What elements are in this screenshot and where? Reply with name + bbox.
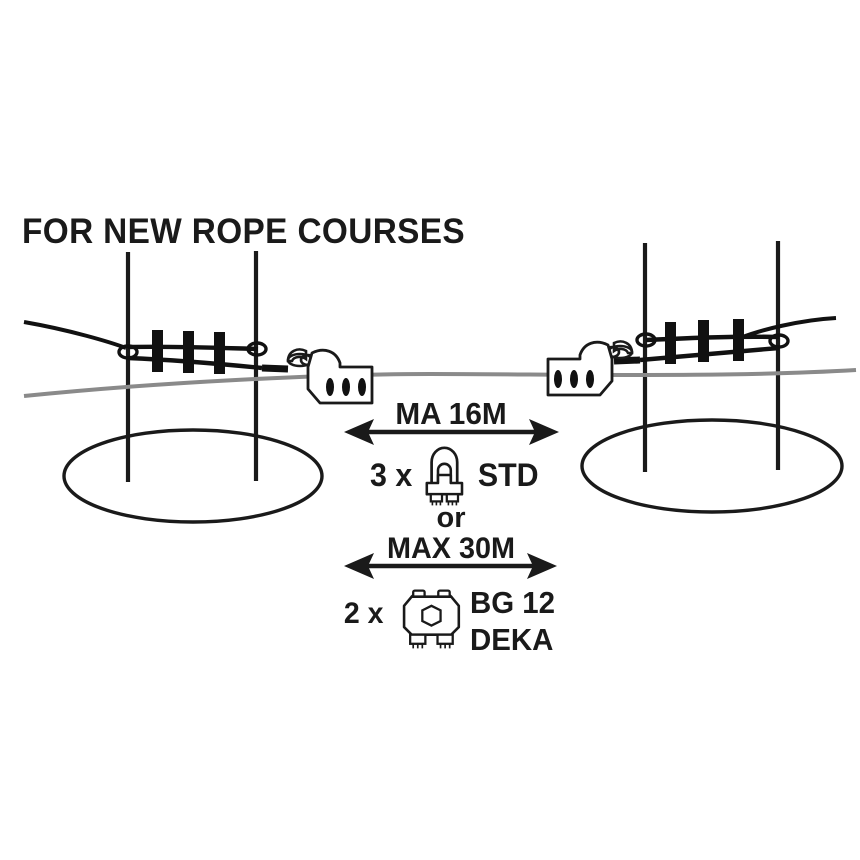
left-rope-strand-lower xyxy=(127,355,263,371)
spec-top-group: MA 16M 3 x STD xyxy=(344,396,559,507)
page-title: FOR NEW ROPE COURSES xyxy=(22,212,465,251)
spec-bottom-dimension-label: MAX 30M xyxy=(387,531,515,565)
spec-bottom-quantity: 2 x xyxy=(344,597,384,630)
left-rope-strand-upper xyxy=(127,344,259,352)
left-rope-incoming xyxy=(23,320,127,350)
spec-bottom-group: MAX 30M 2 x BG 12 DEKA xyxy=(344,531,557,657)
left-clamp-block-2 xyxy=(183,331,194,373)
right-rope-strand-upper xyxy=(645,334,780,343)
left-rope-loop-post2 xyxy=(246,341,268,357)
left-clamp-block-3 xyxy=(214,332,225,374)
spec-top-quantity: 3 x xyxy=(370,457,413,493)
spec-top-product: STD xyxy=(478,457,539,493)
right-rope-strand-lower xyxy=(639,345,780,363)
or-separator-label: or xyxy=(437,502,466,534)
left-clamp-block-1 xyxy=(152,330,163,372)
right-clamp-block-2 xyxy=(698,320,709,362)
spec-bottom-product-line1: BG 12 xyxy=(470,586,555,620)
right-rope-thimble xyxy=(613,356,641,365)
right-ground-ellipse xyxy=(580,418,844,514)
arrow-head-left xyxy=(344,553,374,579)
spec-bottom-arrow xyxy=(344,553,557,579)
right-clamp-block-3 xyxy=(733,319,744,361)
secondary-grey-rope xyxy=(23,368,857,398)
left-ground-ellipse xyxy=(62,428,324,524)
left-rope-thimble xyxy=(261,364,289,373)
spec-bottom-product-line2: DEKA xyxy=(470,623,554,657)
arrow-head-left xyxy=(344,419,374,445)
right-clamp-block-1 xyxy=(665,322,676,364)
left-rope-group xyxy=(23,320,289,374)
spec-top-dimension-label: MA 16M xyxy=(395,396,506,431)
arrow-head-right xyxy=(527,553,557,579)
arrow-head-right xyxy=(529,419,559,445)
spec-top-arrow xyxy=(344,419,559,445)
right-rope-loop-post1 xyxy=(635,332,657,348)
right-rope-group xyxy=(613,316,837,365)
